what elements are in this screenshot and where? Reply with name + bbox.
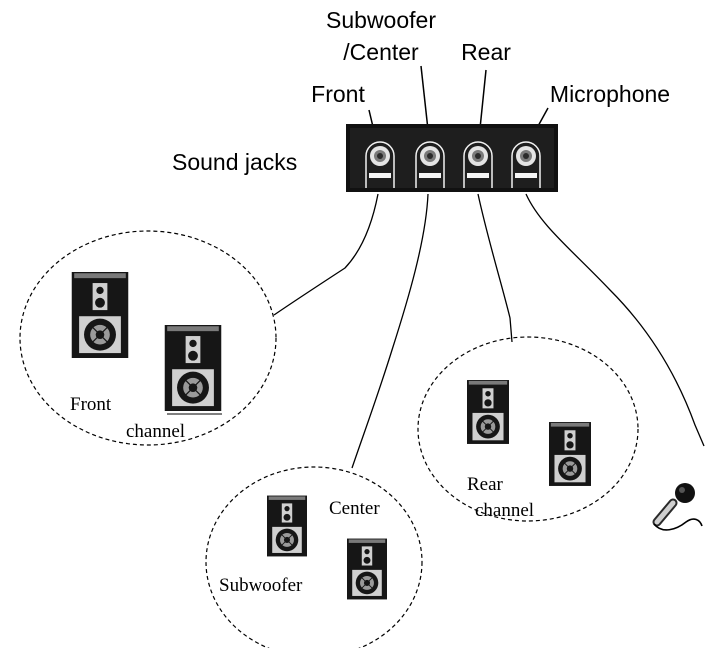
sound-jacks-label: Sound jacks — [172, 149, 297, 175]
front-channel-label-1: Front — [70, 394, 112, 415]
jack-label-front: Front — [311, 81, 365, 107]
front-cable — [273, 193, 379, 316]
subwoofer-speaker-icon — [347, 538, 387, 600]
front-channel-group — [19, 230, 277, 446]
rear-left-speaker-icon — [467, 380, 509, 444]
microphone-cable — [525, 193, 705, 447]
rear-right-speaker-icon — [549, 422, 591, 486]
center-label: Center — [329, 498, 380, 519]
rear-channel-label-1: Rear — [467, 474, 504, 495]
jack-label-microphone: Microphone — [550, 81, 670, 107]
center-speaker-icon — [267, 495, 307, 557]
rear-channel-label-2: channel — [475, 500, 534, 521]
sound-jack-panel — [346, 124, 558, 192]
microphone-icon — [652, 483, 703, 531]
jack-label-center: /Center — [343, 39, 419, 65]
jack-label-rear: Rear — [461, 39, 511, 65]
center-subwoofer-group — [205, 466, 423, 648]
front-right-speaker-icon — [164, 325, 222, 411]
jack-label-subwoofer: Subwoofer — [326, 7, 436, 33]
rear-channel-group — [417, 336, 639, 522]
front-channel-label-2: channel — [126, 421, 185, 442]
subwoofer-label: Subwoofer — [219, 575, 303, 596]
center-cable — [351, 193, 429, 469]
front-left-speaker-icon — [71, 272, 129, 358]
rear-cable — [477, 193, 513, 343]
